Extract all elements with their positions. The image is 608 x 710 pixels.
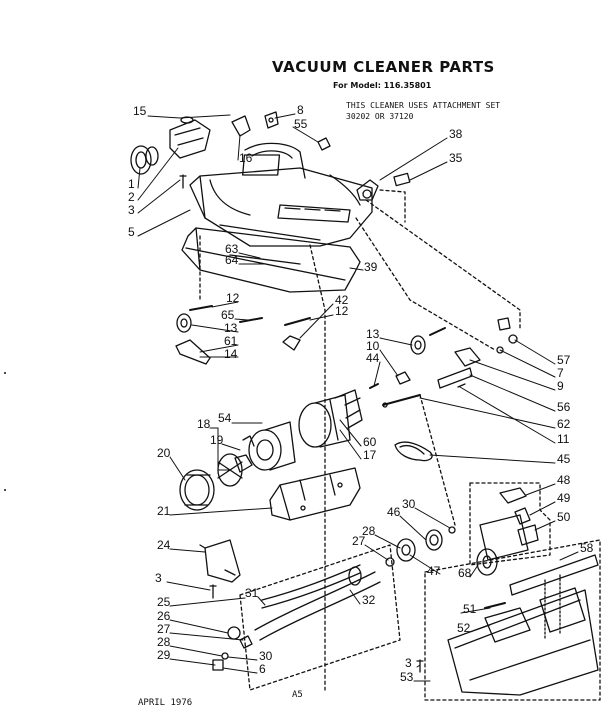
callout-39: 39 — [364, 260, 378, 274]
housing-21 — [269, 467, 361, 521]
callout-18: 18 — [197, 417, 211, 431]
callout-1: 1 — [128, 177, 135, 191]
callout-52: 52 — [457, 621, 471, 635]
right-assembly — [469, 482, 551, 576]
callout-55: 55 — [294, 117, 308, 131]
base-plate — [181, 227, 361, 293]
callout-2: 2 — [128, 190, 135, 204]
footer-date: APRIL 1976 — [138, 698, 193, 708]
callout-28: 28 — [157, 635, 171, 649]
callout-11: 11 — [557, 432, 570, 446]
ring-20 — [179, 469, 215, 511]
brush-roll-box — [239, 544, 401, 691]
callout-30: 30 — [259, 649, 273, 663]
callout-13: 13 — [366, 327, 380, 341]
callout-25: 25 — [157, 595, 171, 609]
callout-68: 68 — [458, 566, 472, 580]
callout-50: 50 — [557, 510, 571, 524]
callout-51: 51 — [463, 602, 477, 616]
callout-42: 42 — [335, 293, 349, 307]
callout-57: 57 — [557, 353, 571, 367]
callout-16: 16 — [239, 151, 253, 165]
callout-3: 3 — [155, 571, 162, 585]
attachment-note-line: 30202 OR 37120 — [346, 112, 414, 121]
callout-27: 27 — [352, 534, 366, 548]
callout-9: 9 — [557, 379, 564, 393]
motor-assembly — [234, 389, 363, 473]
callout-5: 5 — [128, 225, 135, 239]
callout-15: 15 — [133, 104, 147, 118]
callout-12: 12 — [335, 304, 349, 318]
callout-6: 6 — [259, 662, 266, 676]
callout-12: 12 — [226, 291, 240, 305]
model-number: For Model: 116.35801 — [333, 81, 432, 90]
callout-47: 47 — [427, 564, 441, 578]
wheel-1 — [130, 145, 159, 175]
footer-page: A5 — [292, 690, 303, 700]
callout-3: 3 — [405, 656, 412, 670]
callout-29: 29 — [157, 648, 171, 662]
fan-cover — [169, 116, 211, 159]
callout-35: 35 — [449, 151, 463, 165]
callout-49: 49 — [557, 491, 571, 505]
bottom-plate — [424, 539, 601, 701]
attachment-note: THIS CLEANER USES ATTACHMENT SET 30202 O… — [346, 100, 500, 122]
callout-3: 3 — [128, 203, 135, 217]
page-title: VACUUM CLEANER PARTS — [272, 58, 495, 76]
callout-56: 56 — [557, 400, 571, 414]
callout-20: 20 — [157, 446, 171, 460]
callout-19: 19 — [210, 433, 224, 447]
callout-32: 32 — [362, 593, 376, 607]
handle-socket — [356, 179, 379, 201]
callout-10: 10 — [366, 339, 380, 353]
callout-26: 26 — [157, 609, 171, 623]
callout-54: 54 — [218, 411, 232, 425]
callout-45: 45 — [557, 452, 571, 466]
attachment-note-line: THIS CLEANER USES ATTACHMENT SET — [346, 101, 501, 110]
callout-64: 64 — [225, 253, 239, 267]
callout-21: 21 — [157, 504, 171, 518]
callout-13: 13 — [224, 321, 238, 335]
callout-31: 31 — [245, 586, 259, 600]
callout-44: 44 — [366, 351, 380, 365]
callout-53: 53 — [400, 670, 414, 684]
callout-48: 48 — [557, 473, 571, 487]
callout-38: 38 — [449, 127, 463, 141]
callout-24: 24 — [157, 538, 171, 552]
callout-60: 60 — [363, 435, 377, 449]
callout-27: 27 — [157, 622, 171, 636]
callout-62: 62 — [557, 417, 571, 431]
callout-58: 58 — [580, 541, 594, 555]
callout-46: 46 — [387, 505, 401, 519]
callout-65: 65 — [221, 308, 235, 322]
callout-7: 7 — [557, 366, 564, 380]
callout-30: 30 — [402, 497, 416, 511]
callout-8: 8 — [297, 103, 304, 117]
callout-28: 28 — [362, 524, 376, 538]
callout-17: 17 — [363, 448, 377, 462]
callout-63: 63 — [225, 242, 239, 256]
callout-61: 61 — [224, 334, 238, 348]
callout-14: 14 — [224, 347, 238, 361]
